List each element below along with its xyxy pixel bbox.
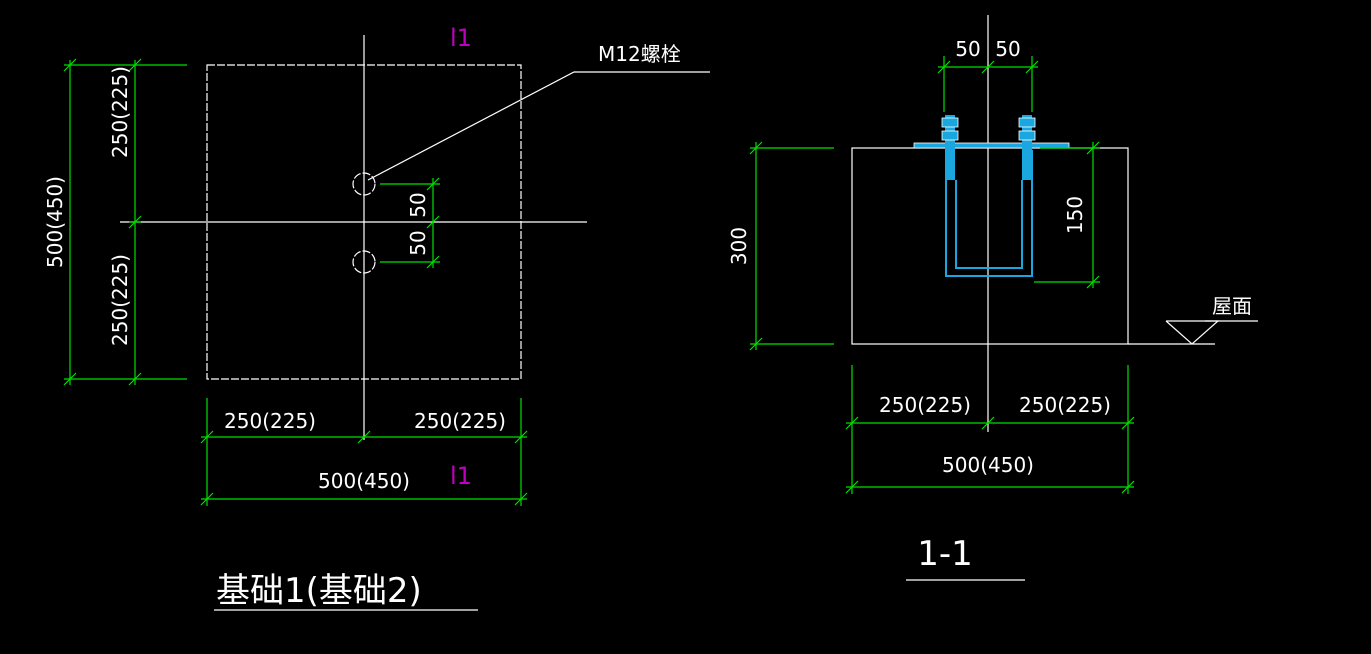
tick	[981, 60, 995, 74]
section-view: 屋面 50 50 300	[727, 15, 1258, 581]
dim-embed: 150	[1063, 196, 1087, 234]
plan-title: 基础1(基础2)	[216, 571, 422, 611]
bolt-leader-line	[367, 71, 710, 181]
roof-level-symbol	[1165, 320, 1220, 345]
section-title: 1-1	[917, 534, 973, 574]
dim-height: 300	[727, 227, 751, 265]
tick	[749, 337, 763, 351]
dim-section-bottom-left: 250(225)	[879, 393, 971, 417]
tick	[128, 215, 142, 229]
plan-view: M12螺栓 l1 l1 250(225) 250(225) 500(450) 5…	[43, 24, 710, 611]
bolt-hole-lower	[352, 250, 376, 274]
dim-bottom-right: 250(225)	[414, 409, 506, 433]
dim-bottom-left: 250(225)	[224, 409, 316, 433]
tick	[1086, 275, 1100, 289]
nut-left-top	[941, 117, 959, 128]
tick	[981, 416, 995, 430]
nut-right-top	[1018, 117, 1036, 128]
nut-left-bottom	[941, 130, 959, 141]
tick	[128, 372, 142, 386]
dim-hole-lower: 50	[406, 230, 430, 255]
tick	[749, 141, 763, 155]
tick	[1086, 141, 1100, 155]
tick	[1121, 416, 1135, 430]
tick	[63, 58, 77, 72]
bolt-shank-right	[1022, 115, 1032, 180]
tick	[1121, 480, 1135, 494]
dim-top-left: 50	[955, 37, 980, 61]
bolt-hole-upper	[352, 172, 376, 196]
tick	[937, 60, 951, 74]
dim-left-total: 500(450)	[43, 176, 67, 268]
nut-right-bottom	[1018, 130, 1036, 141]
roof-label: 屋面	[1212, 294, 1252, 318]
bolt-shank-left	[945, 115, 955, 180]
tick	[426, 255, 440, 269]
bolt-callout: M12螺栓	[598, 42, 681, 66]
tick	[1025, 60, 1039, 74]
tick	[845, 480, 859, 494]
dim-section-bottom-right: 250(225)	[1019, 393, 1111, 417]
tick	[845, 416, 859, 430]
dim-top-right: 50	[995, 37, 1020, 61]
base-plate	[913, 142, 1070, 149]
tick	[357, 430, 371, 444]
section-mark-bottom: l1	[450, 462, 472, 490]
dim-bottom-total: 500(450)	[318, 469, 410, 493]
dim-left-top-half: 250(225)	[108, 66, 132, 158]
dim-section-bottom-total: 500(450)	[942, 453, 1034, 477]
tick	[128, 58, 142, 72]
tick	[426, 177, 440, 191]
tick	[514, 492, 528, 506]
tick	[514, 430, 528, 444]
tick	[200, 430, 214, 444]
tick	[63, 372, 77, 386]
u-bolt	[941, 115, 1036, 277]
dim-hole-upper: 50	[406, 192, 430, 217]
section-block-outline	[851, 147, 1129, 345]
dim-left-bottom-half: 250(225)	[108, 254, 132, 346]
section-mark-top: l1	[450, 24, 472, 52]
tick	[426, 215, 440, 229]
tick	[200, 492, 214, 506]
